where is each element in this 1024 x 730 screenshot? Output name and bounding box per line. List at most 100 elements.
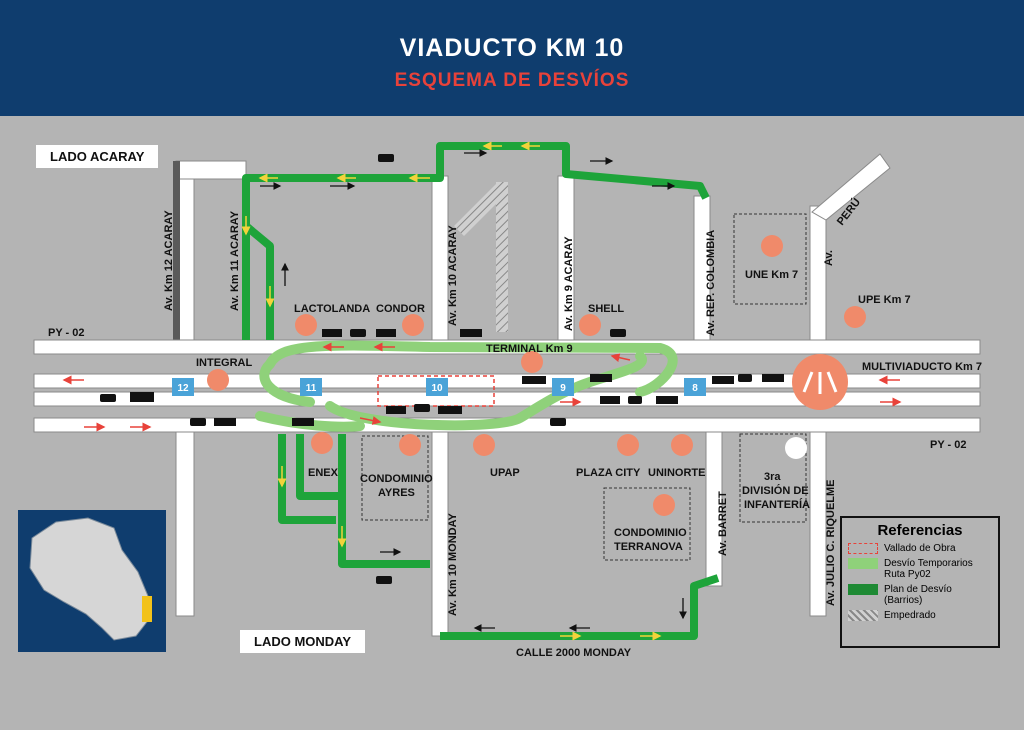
school-icon — [671, 434, 693, 456]
road-edge — [173, 161, 180, 341]
car-icon — [550, 418, 566, 426]
detour-temporary — [255, 340, 678, 432]
empedrado — [454, 182, 508, 236]
page-subtitle: ESQUEMA DE DESVÍOS — [394, 70, 630, 91]
label-ayres-2: AYRES — [378, 487, 415, 499]
legend-item: Plan de Desvío (Barrios) — [848, 584, 992, 606]
car-icon — [376, 576, 392, 584]
street-km10-acaray — [431, 175, 449, 347]
label-terranova-2: TERRANOVA — [614, 541, 683, 553]
store-icon — [402, 314, 424, 336]
truck-icon — [292, 418, 314, 426]
marker-10-label: 10 — [431, 383, 443, 394]
truck-icon — [762, 374, 784, 382]
label-km10-monday: Av. Km 10 MONDAY — [447, 512, 459, 616]
label-km9: Av. Km 9 ACARAY — [563, 236, 575, 331]
label-plaza-city: PLAZA CITY — [576, 467, 641, 479]
house-icon — [399, 434, 421, 456]
truck-icon — [438, 406, 462, 414]
car-icon — [100, 394, 116, 402]
poi-icons — [207, 235, 866, 516]
detour-temporary-swatch — [848, 558, 878, 569]
truck-icon — [376, 329, 396, 337]
lane-main-2 — [33, 391, 981, 407]
label-enex: ENEX — [308, 467, 339, 479]
school-icon — [761, 235, 783, 257]
truck-icon — [656, 396, 678, 404]
car-icon — [414, 404, 430, 412]
legend-item: Empedrado — [848, 610, 992, 621]
side-label-acaray: LADO ACARAY — [36, 145, 159, 168]
street-km12-south — [175, 425, 195, 617]
label-ayres-1: CONDOMINIO — [360, 473, 433, 485]
label-lactolanda: LACTOLANDA — [294, 303, 370, 315]
house-icon — [653, 494, 675, 516]
page-title: VIADUCTO KM 10 — [399, 34, 625, 62]
inset-map — [18, 510, 166, 652]
marker-10 — [426, 378, 448, 396]
legend-item: Vallado de Obra — [848, 543, 992, 554]
gas-station-icon — [207, 369, 229, 391]
header: VIADUCTO KM 10 ESQUEMA DE DESVÍOS — [0, 0, 1024, 116]
marker-12-label: 12 — [177, 383, 189, 394]
legend-title: Referencias — [877, 522, 963, 539]
label-terranova-1: CONDOMINIO — [614, 527, 687, 539]
label-shell: SHELL — [588, 303, 624, 315]
label-multiviaducto: MULTIVIADUCTO Km 7 — [862, 361, 982, 373]
gas-station-icon — [579, 314, 601, 336]
label-upap: UPAP — [490, 467, 520, 479]
map: 12 11 10 9 8 PY - 02 PY - 02 Av. Km 12 A… — [0, 116, 1024, 725]
street-km10-monday — [431, 425, 449, 637]
label-peru-av: Av. — [823, 250, 835, 266]
empedrado-swatch — [848, 610, 878, 621]
gas-station-icon — [311, 432, 333, 454]
marker-8-label: 8 — [692, 383, 698, 394]
bus-icon — [590, 374, 612, 382]
label-km12: Av. Km 12 ACARAY — [163, 210, 175, 311]
shop-icon — [617, 434, 639, 456]
label-uninorte: UNINORTE — [648, 467, 705, 479]
paraguay-shape — [29, 517, 151, 641]
marker-8 — [684, 378, 706, 396]
label-condor: CONDOR — [376, 303, 425, 315]
soldier-icon — [785, 437, 807, 459]
school-icon — [844, 306, 866, 328]
truck-icon — [460, 329, 482, 337]
label-calle2000: CALLE 2000 MONDAY — [516, 647, 632, 659]
bus-icon — [712, 376, 734, 384]
truck-icon — [522, 376, 546, 384]
side-label-monday: LADO MONDAY — [240, 630, 366, 653]
label-division-1: 3ra — [764, 471, 781, 483]
bus-icon — [521, 351, 543, 373]
car-icon — [350, 329, 366, 337]
marker-11-label: 11 — [306, 383, 317, 394]
marker-9 — [552, 378, 574, 396]
construction-fence — [377, 375, 495, 407]
marker-9-label: 9 — [560, 383, 566, 394]
street-peru — [809, 205, 827, 347]
fence-swatch — [848, 543, 878, 554]
label-py02-left: PY - 02 — [48, 327, 85, 339]
bus-icon — [322, 329, 342, 337]
label-division-3: INFANTERÍA — [744, 498, 810, 511]
label-upe: UPE Km 7 — [858, 294, 911, 306]
gas-station-icon — [295, 314, 317, 336]
alto-parana-highlight — [142, 596, 152, 622]
label-barret: Av. BARRET — [717, 491, 729, 556]
legend-item: Desvío Temporarios Ruta Py02 — [848, 558, 992, 580]
street-peru-diag — [811, 153, 891, 221]
map-canvas: 12 11 10 9 8 PY - 02 PY - 02 Av. Km 12 A… — [33, 141, 982, 659]
label-riquelme: Av. JULIO C. RIQUELME — [825, 479, 837, 606]
street-km12-cap — [175, 160, 247, 180]
label-terminal: TERMINAL Km 9 — [486, 343, 573, 355]
school-icon — [473, 434, 495, 456]
car-icon — [610, 329, 626, 337]
marker-11 — [300, 378, 322, 396]
label-km10: Av. Km 10 ACARAY — [447, 225, 459, 326]
car-icon — [738, 374, 752, 382]
legend: Referencias Vallado de Obra Desvío Tempo… — [840, 516, 1000, 648]
detour-barrios-swatch — [848, 584, 878, 595]
label-km11: Av. Km 11 ACARAY — [229, 210, 241, 311]
car-icon — [378, 154, 394, 162]
truck-icon — [214, 418, 236, 426]
